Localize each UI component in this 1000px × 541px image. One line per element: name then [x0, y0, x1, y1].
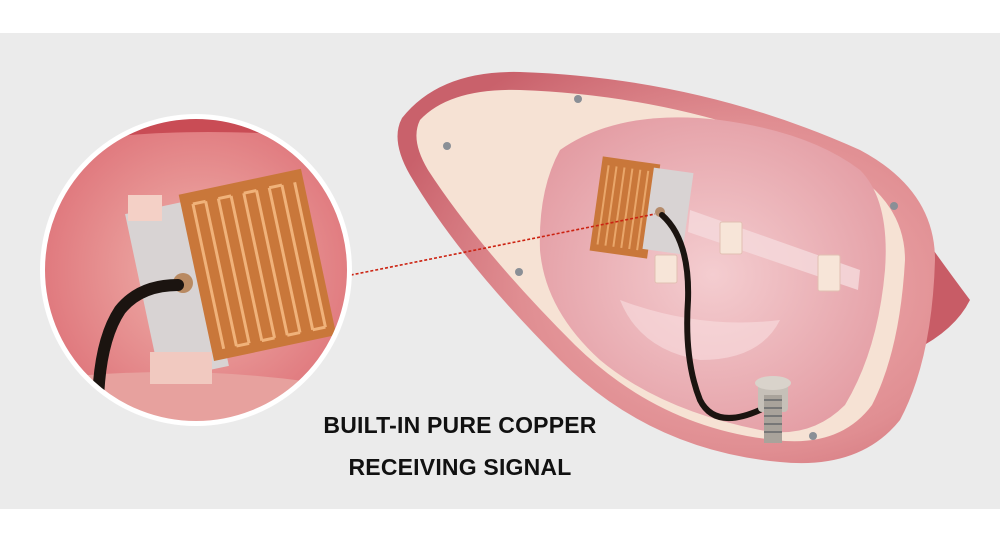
screw-holes: [443, 95, 898, 440]
zoom-detail-circle: [40, 114, 352, 426]
zoom-clip-bottom: [150, 352, 212, 384]
top-white-band: [0, 0, 1000, 33]
mount-screw: [755, 376, 791, 443]
shark-fin-antenna: [397, 71, 970, 464]
cavity-clips: [654, 221, 841, 292]
bottom-white-band: [0, 509, 1000, 541]
zoom-clip-top: [128, 195, 162, 221]
zoom-copper-traces: [191, 182, 327, 350]
inner-cable: [659, 212, 763, 421]
caption-line-2: RECEIVING SIGNAL: [348, 454, 572, 480]
zoom-cable: [92, 279, 184, 406]
inner-copper-traces: [596, 165, 650, 251]
caption-line-1: BUILT-IN PURE COPPER: [323, 412, 597, 438]
pointer-line: [335, 213, 656, 279]
inner-metal-plate: [642, 167, 694, 255]
cavity-highlight: [620, 300, 780, 360]
